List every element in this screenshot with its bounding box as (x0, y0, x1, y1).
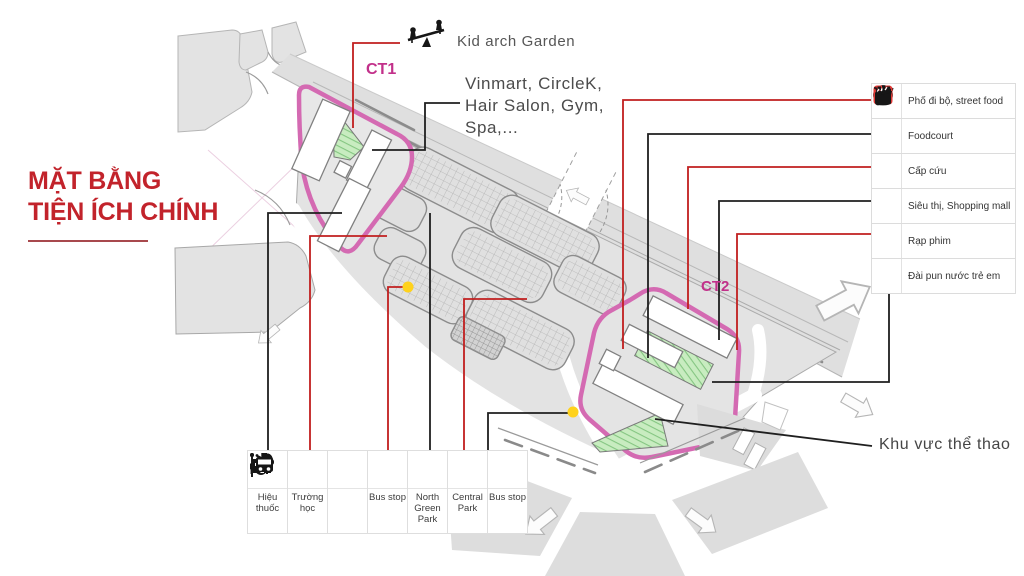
street-food-connector (622, 99, 872, 349)
retail-line-2: Hair Salon, Gym, (465, 95, 605, 115)
bottom-label: Bus stop (369, 492, 406, 503)
shopping-mall-connector (718, 200, 872, 340)
seesaw-icon (407, 19, 445, 47)
first-aid-icon (872, 85, 902, 188)
yellow-markers (402, 281, 579, 418)
first-aid-connector (687, 166, 872, 309)
city-blocks (174, 21, 316, 335)
fountain-icon (872, 86, 902, 293)
foodcourt-connector (647, 133, 872, 358)
legend-label: Siêu thị, Shopping mall (908, 200, 1011, 212)
central-park-connector (463, 298, 527, 452)
retail-line-1: Vinmart, CircleK, (465, 74, 603, 93)
school-icon (251, 451, 327, 489)
zone-label-ct2: CT2 (701, 278, 730, 295)
title-underline (28, 240, 148, 242)
page-title-line1: MẶT BẰNG (28, 167, 162, 195)
school-connector (309, 235, 387, 452)
legend-label: Phố đi bộ, street food (908, 95, 1004, 107)
kid-garden-connector (352, 42, 400, 128)
bus-stop-2-connector (487, 412, 568, 452)
park-icon (250, 451, 447, 489)
clapperboard-icon (872, 86, 902, 258)
retail-connector (372, 102, 460, 151)
legend-label: Cấp cứu (908, 165, 947, 177)
legend-panel: Phố đi bộ, street food Foodcourt Cấp cứu (871, 83, 1016, 294)
legend-row-fountain: Đài pun nước trẻ em (872, 86, 1015, 293)
legend-label: Foodcourt (908, 130, 954, 142)
ct1-cluster (290, 84, 415, 254)
bottom-cell-school: Trường học (251, 451, 327, 533)
bottom-label: Trường học (291, 492, 324, 514)
red-connectors (309, 42, 872, 452)
bottom-cell-empty (327, 451, 367, 533)
bottom-label: Central Park (452, 492, 483, 514)
bottom-cell-north-green-park: North Green Park (250, 451, 447, 533)
sports-area-connector (654, 418, 873, 447)
bottom-cell-bus-stop-1: Bus stop (250, 451, 407, 533)
page-title: MẶT BẰNG TIỆN ÍCH CHÍNH (28, 166, 218, 227)
kid-arch-garden-label: Kid arch Garden (457, 33, 576, 50)
legend-row-shopping-mall: Siêu thị, Shopping mall (872, 85, 1015, 223)
bottom-label: North Green Park (414, 492, 441, 525)
left-wedge-block (174, 241, 316, 335)
yellow-dot-2 (567, 406, 579, 418)
zone-label-ct1: CT1 (366, 61, 397, 78)
retail-label: Vinmart, CircleK, Hair Salon, Gym, Spa,.… (465, 73, 604, 138)
black-connectors (267, 102, 890, 452)
legend-label: Đài pun nước trẻ em (908, 270, 1001, 282)
foodcourt-icon (872, 85, 902, 153)
bottom-label: Bus stop (489, 492, 526, 503)
fountain-connector (712, 287, 890, 383)
yellow-dot-1 (402, 281, 414, 293)
bottom-cell-bus-stop-2: Bus stop (250, 451, 527, 533)
legend-row-first-aid: Cấp cứu (872, 85, 1015, 188)
direction-arrows (258, 187, 874, 536)
row-house-blocks (368, 146, 627, 371)
bottom-icon-bar: Hiệu thuốc Trường học (247, 450, 528, 534)
cinema-connector (736, 233, 872, 350)
page-title-line2: TIỆN ÍCH CHÍNH (28, 197, 219, 226)
bus-stop-icon (250, 451, 407, 489)
bottom-label (328, 489, 367, 533)
legend-label: Rạp phim (908, 235, 951, 247)
legend-row-foodcourt: Foodcourt (872, 85, 1015, 153)
park-icon (250, 451, 487, 489)
pharmacy-connector (267, 212, 342, 452)
retail-line-3: Spa,... (465, 117, 519, 137)
bottom-cell-central-park: Central Park (250, 451, 487, 533)
bus-stop-1-connector (387, 286, 404, 452)
legend-row-cinema: Rạp phim (872, 86, 1015, 258)
bus-stop-icon (250, 451, 527, 489)
shopping-cart-icon (872, 85, 902, 223)
sports-area (697, 401, 789, 471)
sports-area-label: Khu vực thể thao (879, 436, 1011, 453)
bottom-label: Hiệu thuốc (255, 492, 280, 514)
